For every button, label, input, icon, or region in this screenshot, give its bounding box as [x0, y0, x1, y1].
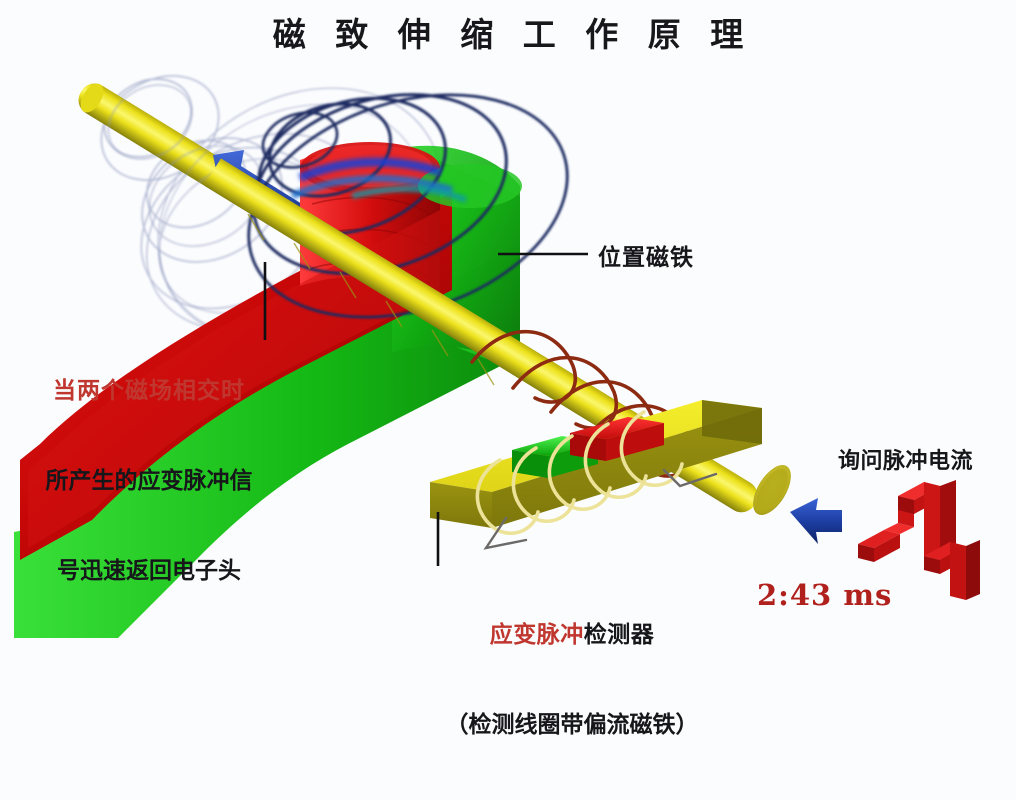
time-readout: 2:43 ms [757, 578, 893, 612]
detector-annotation-line1-red: 应变脉冲 [489, 622, 584, 648]
diagram-canvas: 磁 致 伸 缩 工 作 原 理 当两个磁场相交时 所产生的应变脉冲信 号迅速返回… [14, 15, 980, 738]
magnetostrictive-principle-illustration [14, 75, 980, 638]
current-pulse-waveform [858, 480, 980, 600]
interrogation-current-label: 询问脉冲电流 [838, 449, 974, 474]
detector-annotation-line1: 应变脉冲检测器 [404, 620, 740, 650]
page-title: 磁 致 伸 缩 工 作 原 理 [272, 15, 753, 54]
strain-pulse-detector [430, 400, 762, 550]
detector-annotation-line2: （检测线圈带偏流磁铁） [445, 712, 699, 738]
waveguide-rod-foreground [204, 158, 699, 479]
detector-annotation-line1-black: 检测器 [583, 622, 655, 648]
left-annotation-line3: 号迅速返回电子头 [57, 558, 241, 584]
position-magnet-label: 位置磁铁 [598, 245, 694, 271]
leader-lines [263, 252, 588, 566]
left-annotation-line1: 当两个磁场相交时 [53, 378, 245, 404]
left-annotation: 当两个磁场相交时 所产生的应变脉冲信 号迅速返回电子头 [6, 316, 292, 646]
return-signal-arrow [790, 498, 842, 544]
magnetic-field-crossing-highlight [290, 157, 468, 203]
left-annotation-line2: 所产生的应变脉冲信 [45, 468, 253, 494]
detector-annotation: 应变脉冲检测器 （检测线圈带偏流磁铁） [404, 560, 740, 800]
